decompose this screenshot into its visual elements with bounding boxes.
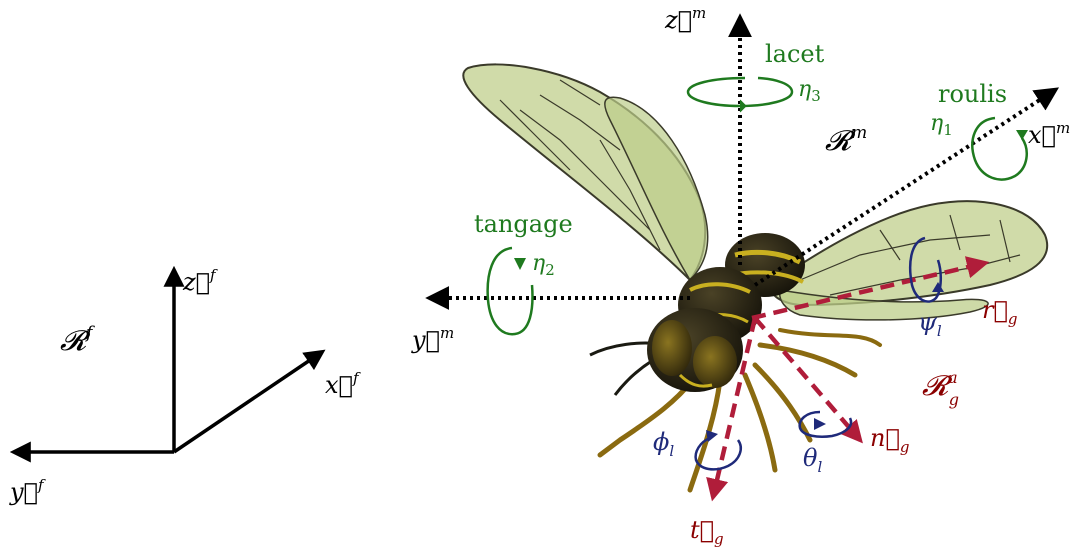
wing-t-label: t⃗g [690, 516, 724, 548]
mobile-frame-label: 𝓡m [825, 123, 867, 157]
left-wing [463, 64, 707, 280]
yaw-rotation: lacet η3 [688, 40, 825, 112]
pitch-label: tangage [474, 210, 573, 238]
roll-label: roulis [938, 80, 1007, 108]
pitch-rotation: tangage η2 [474, 210, 573, 334]
fixed-x-label: x⃗f [325, 369, 361, 399]
roll-arrow-icon [972, 118, 1026, 179]
phi-label: ϕl [653, 428, 674, 460]
wing-r-label: r⃗g [982, 296, 1017, 328]
yaw-symbol: η3 [798, 77, 821, 105]
pitch-symbol: η2 [532, 251, 555, 279]
fixed-frame: 𝓡f z⃗f x⃗f y⃗f [9, 266, 361, 506]
fixed-y-label: y⃗f [9, 476, 46, 506]
fixed-z-label: z⃗f [182, 266, 218, 296]
mobile-y-label: y⃗m [411, 324, 454, 354]
yaw-label: lacet [765, 40, 825, 68]
roll-rotation: roulis η1 [930, 80, 1028, 179]
mobile-z-label: z⃗m [664, 4, 706, 34]
mobile-x-label: x⃗m [1028, 119, 1070, 149]
wing-n-label: n⃗g [870, 424, 909, 456]
roll-symbol: η1 [930, 111, 953, 139]
fixed-frame-label: 𝓡f [60, 323, 95, 357]
pitch-arrow-icon [488, 248, 533, 334]
theta-label: θl [803, 444, 822, 476]
fixed-x-axis [174, 352, 322, 452]
